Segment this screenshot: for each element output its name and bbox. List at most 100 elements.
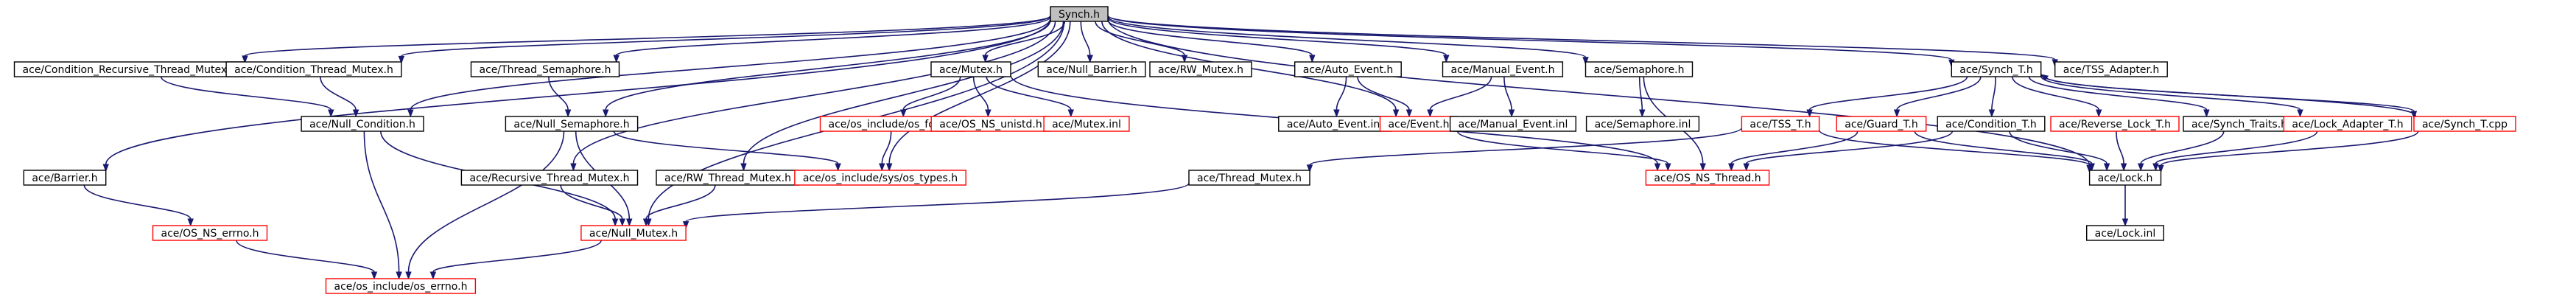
- edge-mutex-h-to-os-fcntl: [900, 76, 961, 118]
- edge-line: [1896, 76, 1982, 111]
- edge-semaphore-h-to-semaphore-inl: [1638, 76, 1646, 118]
- node-rw-thread-mutex[interactable]: ace/RW_Thread_Mutex.h: [656, 170, 800, 186]
- node-cond-rec-thread-mutex[interactable]: ace/Condition_Recursive_Thread_Mutex.h: [13, 61, 246, 77]
- edge-line: [105, 18, 1051, 165]
- arrowhead-icon: [1405, 109, 1413, 118]
- node-auto-event-h[interactable]: ace/Auto_Event.h: [1294, 61, 1402, 77]
- node-thread-mutex[interactable]: ace/Thread_Mutex.h: [1188, 170, 1310, 186]
- node-synch-t-cpp[interactable]: ace/Synch_T.cpp: [2413, 116, 2516, 132]
- node-box: [152, 225, 268, 241]
- edge-tss-t-to-thread-mutex: [1306, 127, 1743, 173]
- edge-line: [2160, 130, 2419, 167]
- node-lock-inl[interactable]: ace/Lock.inl: [2085, 225, 2164, 241]
- edge-line: [1730, 130, 1859, 164]
- node-event-h[interactable]: ace/Event.h: [1379, 116, 1459, 132]
- node-label: ace/Null_Condition.h: [309, 119, 415, 130]
- node-manual-event-h[interactable]: ace/Manual_Event.h: [1442, 61, 1564, 77]
- edge-synch-h-to-manual-event-h: [1107, 17, 1450, 63]
- node-os-ns-unistd[interactable]: ace/OS_NS_unistd.h: [930, 116, 1051, 132]
- node-os-fcntl[interactable]: ace/os_include/os_fcntl.h: [819, 116, 966, 132]
- node-null-condition[interactable]: ace/Null_Condition.h: [301, 116, 424, 132]
- node-null-mutex[interactable]: ace/Null_Mutex.h: [580, 225, 687, 241]
- arrowhead-icon: [2088, 163, 2095, 172]
- edge-lock-h-to-lock-inl: [2121, 185, 2129, 227]
- node-null-barrier[interactable]: ace/Null_Barrier.h: [1037, 61, 1146, 77]
- arrowhead-icon: [1309, 55, 1316, 63]
- edge-synch-h-to-auto-event-h: [1107, 19, 1316, 63]
- node-label: ace/Lock_Adapter_T.h: [2292, 119, 2403, 130]
- node-lock-h[interactable]: ace/Lock.h: [2088, 170, 2162, 186]
- edge-synch-h-to-recursive-thread-mutex: [570, 21, 1056, 172]
- arrowhead-icon: [570, 163, 577, 172]
- edge-os-ns-errno-to-os-errno: [236, 240, 378, 280]
- node-os-types[interactable]: ace/os_include/sys/os_types.h: [794, 170, 966, 186]
- arrowhead-icon: [429, 271, 437, 280]
- node-mutex-inl[interactable]: ace/Mutex.inl: [1043, 116, 1130, 132]
- edge-synch-h-to-null-barrier: [1080, 21, 1093, 63]
- arrowhead-icon: [626, 218, 633, 227]
- edge-line: [1107, 19, 1313, 56]
- arrowhead-icon: [2203, 109, 2210, 118]
- node-mutex-h[interactable]: ace/Mutex.h: [930, 61, 1011, 77]
- node-synch-traits[interactable]: ace/Synch_Traits.h: [2183, 116, 2296, 132]
- edge-synch-t-cpp-to-lock-h: [2158, 130, 2419, 173]
- arrowhead-icon: [405, 271, 412, 280]
- edge-line: [605, 20, 1051, 111]
- node-os-ns-errno[interactable]: ace/OS_NS_errno.h: [152, 225, 268, 241]
- edge-synch-h-to-null-condition: [407, 18, 1051, 118]
- node-lock-adapter-t[interactable]: ace/Lock_Adapter_T.h: [2283, 116, 2412, 132]
- node-box: [325, 278, 477, 294]
- edge-reverse-lock-t-to-lock-h: [2116, 130, 2127, 172]
- edge-manual-event-h-to-manual-event-inl: [1503, 76, 1515, 118]
- node-synch-h[interactable]: Synch.h: [1050, 6, 1109, 22]
- node-condition-t[interactable]: ace/Condition_T.h: [1937, 116, 2046, 132]
- edge-synch-t-cpp-to-synch-t-h: [2040, 74, 2417, 119]
- node-label: ace/Thread_Semaphore.h: [480, 64, 611, 76]
- node-guard-t[interactable]: ace/Guard_T.h: [1836, 116, 1927, 132]
- node-thread-semaphore[interactable]: ace/Thread_Semaphore.h: [470, 61, 620, 77]
- node-layer: Synch.h ace/Condition_Recursive_Thread_Mu…: [13, 6, 2516, 294]
- edge-null-semaphore-to-os-types: [613, 130, 841, 172]
- node-box: [1645, 170, 1770, 186]
- edge-line: [1107, 16, 1587, 58]
- arrowhead-icon: [2152, 163, 2159, 172]
- arrowhead-icon: [613, 55, 620, 63]
- edge-line: [363, 130, 400, 273]
- arrowhead-icon: [642, 218, 650, 227]
- node-reverse-lock-t[interactable]: ace/Reverse_Lock_T.h: [2050, 116, 2180, 132]
- node-label: ace/Lock.h: [2098, 173, 2153, 184]
- node-box: [1449, 116, 1576, 132]
- node-auto-event-inl[interactable]: ace/Auto_Event.inl: [1278, 116, 1391, 132]
- node-tss-t[interactable]: ace/TSS_T.h: [1741, 116, 1820, 132]
- node-recursive-thread-mutex[interactable]: ace/Recursive_Thread_Mutex.h: [460, 170, 639, 186]
- node-label: ace/OS_NS_Thread.h: [1654, 173, 1761, 184]
- node-semaphore-h[interactable]: ace/Semaphore.h: [1584, 61, 1694, 77]
- arrowhead-icon: [1582, 57, 1589, 66]
- node-semaphore-inl[interactable]: ace/Semaphore.inl: [1585, 116, 1700, 132]
- arrowhead-icon: [835, 163, 841, 172]
- node-barrier-h[interactable]: ace/Barrier.h: [23, 170, 107, 186]
- node-synch-t-h[interactable]: ace/Synch_T.h: [1951, 61, 2042, 77]
- node-box: [1149, 61, 1252, 77]
- edge-line: [1107, 18, 2091, 166]
- node-rw-mutex[interactable]: ace/RW_Mutex.h: [1149, 61, 1252, 77]
- node-os-errno[interactable]: ace/os_include/os_errno.h: [325, 278, 477, 294]
- edge-line: [1745, 130, 1954, 164]
- edge-guard-t-to-lock-h: [1914, 130, 2095, 172]
- node-label: ace/Synch_Traits.h: [2191, 119, 2287, 130]
- node-manual-event-inl[interactable]: ace/Manual_Event.inl: [1449, 116, 1576, 132]
- node-null-semaphore[interactable]: ace/Null_Semaphore.h: [505, 116, 639, 132]
- arrowhead-icon: [187, 218, 194, 227]
- edge-line: [972, 76, 989, 111]
- node-box: [1043, 116, 1130, 132]
- arrowhead-icon: [2158, 164, 2164, 173]
- node-os-ns-thread[interactable]: ace/OS_NS_Thread.h: [1645, 170, 1770, 186]
- arrowhead-icon: [1743, 163, 1749, 172]
- arrowhead-icon: [982, 55, 989, 63]
- node-cond-thread-mutex[interactable]: ace/Condition_Thread_Mutex.h: [225, 61, 402, 77]
- node-tss-adapter[interactable]: ace/TSS_Adapter.h: [2054, 61, 2168, 77]
- arrowhead-icon: [396, 271, 402, 280]
- node-box: [1442, 61, 1564, 77]
- node-box: [1294, 61, 1402, 77]
